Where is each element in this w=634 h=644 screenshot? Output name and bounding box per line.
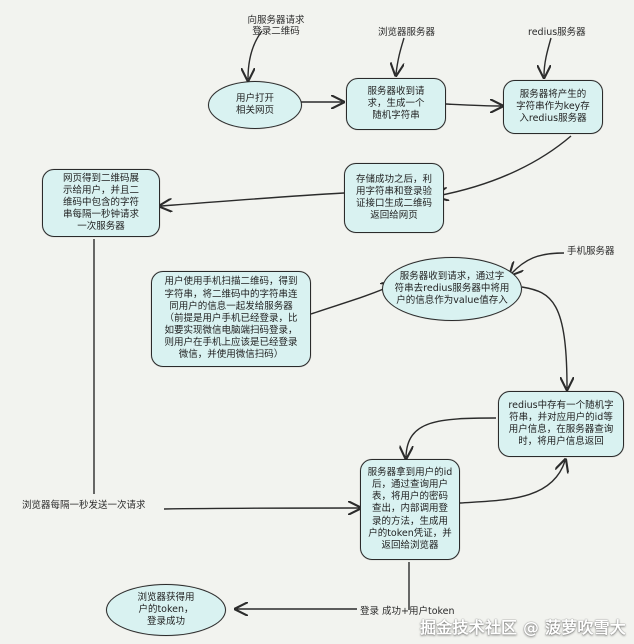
mobile-server-label: 手机服务器: [567, 246, 615, 257]
arrow-qr-to-webpage: [161, 192, 345, 206]
browser-get-token-node: 浏览器获得用 户的token， 登录成功: [106, 584, 226, 636]
browser-server-label: 浏览器服务器: [378, 27, 436, 38]
top-request-label: 向服务器请求 登录二维码: [247, 15, 305, 38]
mobile-store-redis-node: 服务器收到请求，通过字 符串去redius服务器中将用 户的信息作为value值…: [382, 257, 522, 321]
save-to-redis-node: 服务器将产生的 字符串作为key存 入redius服务器: [503, 80, 603, 134]
arrow-server-to-redis: [445, 104, 501, 106]
arrow-user-scan-to-mobile: [310, 285, 393, 315]
arrow-mobile-to-redis: [521, 286, 567, 388]
arrow-mobile-label: [511, 252, 565, 274]
arrow-browser-server-label: [396, 37, 405, 74]
user-open-page-node: 用户打开 相关网页: [208, 81, 302, 129]
arrow-redis-to-server: [406, 417, 497, 457]
arrow-redis-server-label: [544, 37, 552, 76]
redis-server-label: redius服务器: [528, 27, 586, 38]
arrow-browser-poll: [163, 508, 359, 509]
webpage-show-qr-node: 网页得到二维码展 示给用户，并且二 维码中包含的字符 串每隔一秒钟请求 一次服务…: [42, 169, 160, 237]
arrow-top-request-to-user: [248, 30, 263, 79]
arrow-redis-to-qr: [437, 135, 572, 196]
browser-poll-label: 浏览器每隔一秒发送一次请求: [22, 500, 146, 511]
generate-qr-node: 存储成功之后，利 用字符串和登录验 证接口生成二维码 返回给网页: [344, 163, 444, 233]
watermark: 掘金技术社区 @ 菠萝吹雪大: [420, 618, 626, 637]
server-generate-random-node: 服务器收到请 求，生成一个 随机字符串: [346, 78, 446, 130]
server-get-user-node: 服务器拿到用户的id 后，通过查询用户 表，将用户的密码 查出，内部调用登 录的…: [360, 459, 460, 560]
user-scan-qr-node: 用户使用手机扫描二维码，得到 字符串，将二维码中的字符串连 同用户的信息一起发给…: [151, 271, 311, 367]
redis-random-id-node: redius中存有一个随机字 符串，并对应用户的id等 用户信息，在服务器查询 …: [498, 391, 624, 457]
arrow-server-to-redis-up: [459, 461, 565, 504]
login-success-label: 登录 成功+用户token: [360, 606, 455, 617]
